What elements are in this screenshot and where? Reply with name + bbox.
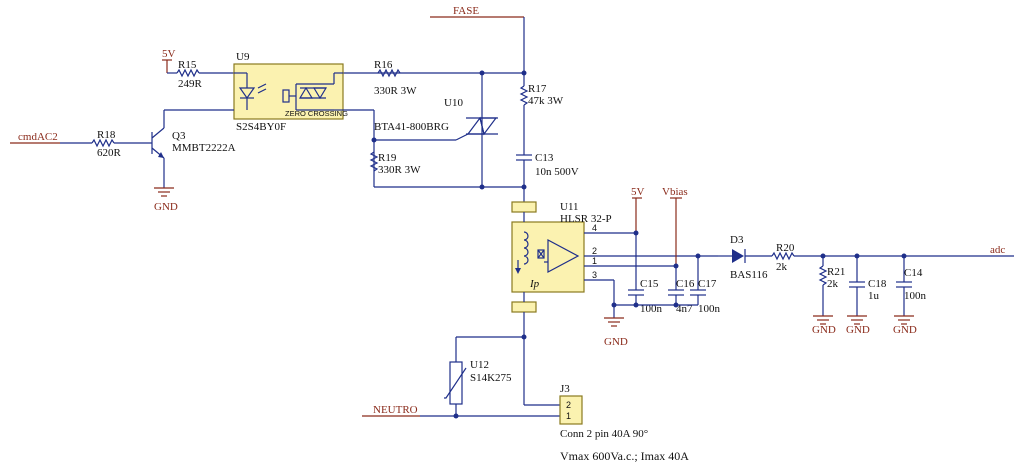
- c15-value: 100n: [640, 303, 663, 315]
- u11-pin3: 3: [592, 270, 597, 280]
- u11-ref: U11: [560, 201, 579, 213]
- u12-ref: U12: [470, 359, 489, 371]
- u9-value: S2S4BY0F: [236, 121, 286, 133]
- gnd-label-r21: GND: [812, 324, 836, 336]
- c17-capacitor: C17 100n: [690, 256, 721, 315]
- r18-value: 620R: [97, 147, 122, 159]
- r16-ref: R16: [374, 59, 393, 71]
- vbias-rail: Vbias: [662, 186, 688, 266]
- u10-value: BTA41-800BRG: [374, 121, 449, 133]
- gnd-label-u11: GND: [604, 336, 628, 348]
- c17-value: 100n: [698, 303, 721, 315]
- gnd-symbol-c14: GND: [893, 315, 917, 336]
- neutro-net: NEUTRO: [362, 404, 560, 417]
- gnd-label-c18: GND: [846, 324, 870, 336]
- 5v-label-right: 5V: [631, 186, 645, 198]
- c15-ref: C15: [640, 278, 659, 290]
- gnd-symbol-c18: GND: [846, 315, 870, 336]
- adc-label: adc: [990, 244, 1005, 256]
- 5v-rail-right: 5V: [631, 186, 645, 233]
- c16-capacitor: C16 4n7: [668, 266, 695, 315]
- r18-ref: R18: [97, 129, 116, 141]
- c14-capacitor: C14 100n: [896, 256, 927, 316]
- r19-value: 330R 3W: [378, 164, 421, 176]
- r19-ref: R19: [378, 152, 397, 164]
- r21-ref: R21: [827, 266, 845, 278]
- u9-optotriac: U9 S2S4BY0F ZERO CROSSING: [233, 51, 348, 133]
- d3-value: BAS116: [730, 269, 768, 281]
- u10-ref: U10: [444, 97, 463, 109]
- r17-resistor: R17 47k 3W: [519, 73, 564, 155]
- c14-value: 100n: [904, 290, 927, 302]
- c16-value: 4n7: [676, 303, 693, 315]
- u9-ref: U9: [236, 51, 250, 63]
- r20-value: 2k: [776, 261, 788, 273]
- r21-value: 2k: [827, 278, 839, 290]
- j3-connector: 2 1 J3 Conn 2 pin 40A 90°: [524, 383, 648, 440]
- c15-capacitor: C15 100n: [628, 233, 663, 315]
- u12-varistor: U12 S14K275: [444, 337, 512, 416]
- r20-resistor: R20 2k: [771, 242, 795, 273]
- r16-value: 330R 3W: [374, 85, 417, 97]
- j3-value: Conn 2 pin 40A 90°: [560, 428, 648, 440]
- c13-capacitor: C13 10n 500V: [516, 152, 579, 202]
- r17-value: 47k 3W: [528, 95, 564, 107]
- r16-resistor: R16 330R 3W: [374, 59, 417, 97]
- u11-pin2: 2: [592, 246, 597, 256]
- u11-pin4: 4: [592, 223, 597, 233]
- r15-value: 249R: [178, 78, 203, 90]
- fase-label: FASE: [453, 5, 479, 17]
- u10-triac: U10 BTA41-800BRG: [374, 73, 498, 187]
- r17-ref: R17: [528, 83, 547, 95]
- gnd-label-q3: GND: [154, 201, 178, 213]
- c13-ref: C13: [535, 152, 554, 164]
- c13-value: 10n 500V: [535, 166, 579, 178]
- u11-ip-label: Ip: [529, 278, 540, 290]
- ratings-note: Vmax 600Va.c.; Imax 40A: [560, 449, 689, 463]
- gnd-label-c14: GND: [893, 324, 917, 336]
- j3-pin1: 1: [566, 411, 571, 421]
- fase-net: FASE: [430, 5, 525, 73]
- u11-pin1: 1: [592, 256, 597, 266]
- q3-ref: Q3: [172, 130, 186, 142]
- r21-resistor: R21 2k: [818, 256, 845, 316]
- d3-diode: D3 BAS116: [718, 234, 772, 281]
- j3-ref: J3: [560, 383, 570, 395]
- c18-capacitor: C18 1u: [849, 256, 887, 316]
- r19-resistor: R19 330R 3W: [369, 151, 421, 176]
- gnd-symbol-r21: GND: [812, 315, 836, 336]
- cmdac2-label: cmdAC2: [18, 131, 58, 143]
- q3-transistor: cmdAC2 R18 620R Q3 MMBT2222A: [10, 109, 236, 188]
- r20-ref: R20: [776, 242, 795, 254]
- gnd-symbol-u11: GND: [604, 317, 628, 348]
- c18-ref: C18: [868, 278, 887, 290]
- c14-ref: C14: [904, 267, 923, 279]
- d3-ref: D3: [730, 234, 744, 246]
- gnd-symbol-q3: GND: [154, 187, 178, 213]
- 5v-label-left: 5V: [162, 48, 176, 60]
- c18-value: 1u: [868, 290, 880, 302]
- c16-ref: C16: [676, 278, 695, 290]
- u11-value: HLSR 32-P: [560, 213, 612, 225]
- r15-ref: R15: [178, 59, 197, 71]
- u12-value: S14K275: [470, 372, 512, 384]
- vbias-label: Vbias: [662, 186, 688, 198]
- c17-ref: C17: [698, 278, 717, 290]
- u9-zero-crossing-label: ZERO CROSSING: [285, 109, 348, 118]
- r15-resistor: 5V R15 249R: [162, 48, 234, 90]
- neutro-label: NEUTRO: [373, 404, 418, 416]
- q3-value: MMBT2222A: [172, 142, 236, 154]
- j3-pin2: 2: [566, 400, 571, 410]
